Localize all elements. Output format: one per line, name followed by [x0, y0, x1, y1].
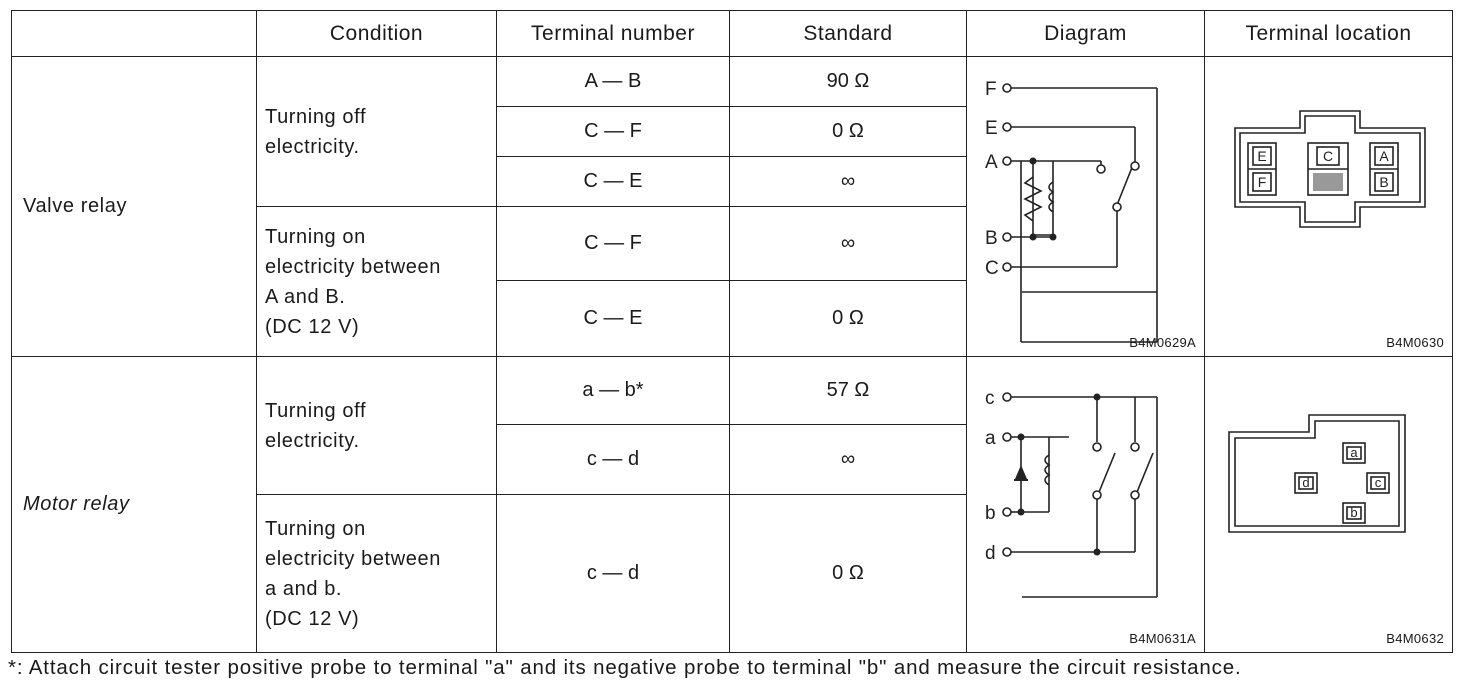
header-terminal-location: Terminal location [1204, 10, 1453, 57]
diagram-label: F [985, 79, 997, 100]
diagram-label: c [985, 388, 995, 409]
standard-cell: 0 Ω [729, 494, 967, 653]
cond-line: Turning on [265, 517, 366, 540]
location-code: B4M0632 [1386, 631, 1444, 646]
terminal-cell: C — F [496, 206, 730, 281]
pin-label: d [1302, 475, 1309, 490]
motor-relay-cond-off: Turning off electricity. [256, 356, 497, 495]
pin-label: B [1379, 174, 1388, 190]
footnote: *: Attach circuit tester positive probe … [8, 656, 1242, 679]
header-standard: Standard [729, 10, 967, 57]
pin-label: a [1350, 445, 1358, 460]
table-row: C — E ∞ [12, 156, 1453, 207]
motor-relay-cond-on: Turning on electricity between a and b. … [256, 494, 497, 653]
cond-line: (DC 12 V) [265, 315, 360, 338]
standard-cell: ∞ [729, 156, 967, 207]
valve-relay-terminal-location: E F C A B B4M0630 [1204, 56, 1453, 357]
table-row: C — E 0 Ω [12, 280, 1453, 357]
table-row: Turning on electricity between a and b. … [12, 494, 1453, 653]
pin-label: b [1350, 505, 1357, 520]
table-row: Turning on electricity between A and B. … [12, 206, 1453, 357]
diagram-label: d [985, 543, 996, 564]
diagram-label: a [985, 428, 996, 449]
header-condition: Condition [256, 10, 497, 57]
valve-relay-connector-svg: E F C A B [1234, 110, 1426, 228]
location-code: B4M0630 [1386, 335, 1444, 350]
diagram-code: B4M0631A [1129, 631, 1196, 646]
valve-relay-cond-off: Turning off electricity. [256, 56, 497, 207]
cond-line: (DC 12 V) [265, 607, 360, 630]
motor-relay-diagram: c a b d B4M0631A [966, 356, 1205, 653]
relay-inspection-table: Condition Terminal number Standard Diagr… [11, 10, 1453, 653]
motor-relay-connector-svg: a d c b [1228, 414, 1406, 533]
valve-relay-cond-on: Turning on electricity between A and B. … [256, 206, 497, 357]
diagram-code: B4M0629A [1129, 335, 1196, 350]
motor-relay-label: Motor relay [11, 356, 257, 653]
header-blank [11, 10, 257, 57]
standard-cell: 57 Ω [729, 356, 967, 425]
standard-cell: ∞ [729, 424, 967, 495]
header-row: Condition Terminal number Standard Diagr… [11, 10, 1453, 57]
motor-relay-terminal-location: a d c b B4M0632 [1204, 356, 1453, 653]
terminal-cell: C — E [496, 156, 730, 207]
standard-cell: ∞ [729, 206, 967, 281]
table-row: Valve relay Turning off electricity. A —… [11, 56, 1453, 357]
diagram-label: A [985, 152, 998, 173]
standard-cell: 90 Ω [729, 56, 967, 107]
valve-relay-circuit-svg: F E A B C [985, 79, 1158, 343]
cond-line: electricity. [265, 135, 360, 158]
cond-line: A and B. [265, 285, 346, 308]
table-row: Motor relay Turning off electricity. a —… [11, 356, 1453, 653]
valve-relay-diagram: F E A B C B4M0629A [966, 56, 1205, 357]
pin-label: F [1258, 174, 1267, 190]
table-row: C — F 0 Ω [12, 106, 1453, 157]
diagram-label: b [985, 503, 996, 524]
header-diagram: Diagram [966, 10, 1205, 57]
cond-line: electricity. [265, 429, 360, 452]
terminal-cell: C — F [496, 106, 730, 157]
terminal-cell: a — b* [496, 356, 730, 425]
cond-line: Turning on [265, 225, 366, 248]
pin-label: C [1323, 148, 1333, 164]
table-row: c — d ∞ [12, 424, 1453, 495]
terminal-cell: c — d [496, 494, 730, 653]
pin-label: A [1379, 148, 1389, 164]
standard-cell: 0 Ω [729, 106, 967, 157]
cond-line: a and b. [265, 577, 343, 600]
pin-label: c [1375, 475, 1382, 490]
cond-line: Turning off [265, 105, 367, 128]
standard-cell: 0 Ω [729, 280, 967, 357]
terminal-cell: C — E [496, 280, 730, 357]
motor-relay-circuit-svg: c a b d [985, 388, 1158, 598]
diagram-label: C [985, 258, 999, 279]
cond-line: Turning off [265, 399, 367, 422]
diagram-label: E [985, 118, 998, 139]
terminal-cell: c — d [496, 424, 730, 495]
pin-label: E [1257, 148, 1266, 164]
diagram-label: B [985, 228, 998, 249]
cond-line: electricity between [265, 547, 441, 570]
header-terminal-number: Terminal number [496, 10, 730, 57]
cond-line: electricity between [265, 255, 441, 278]
valve-relay-label: Valve relay [11, 56, 257, 357]
terminal-cell: A — B [496, 56, 730, 107]
